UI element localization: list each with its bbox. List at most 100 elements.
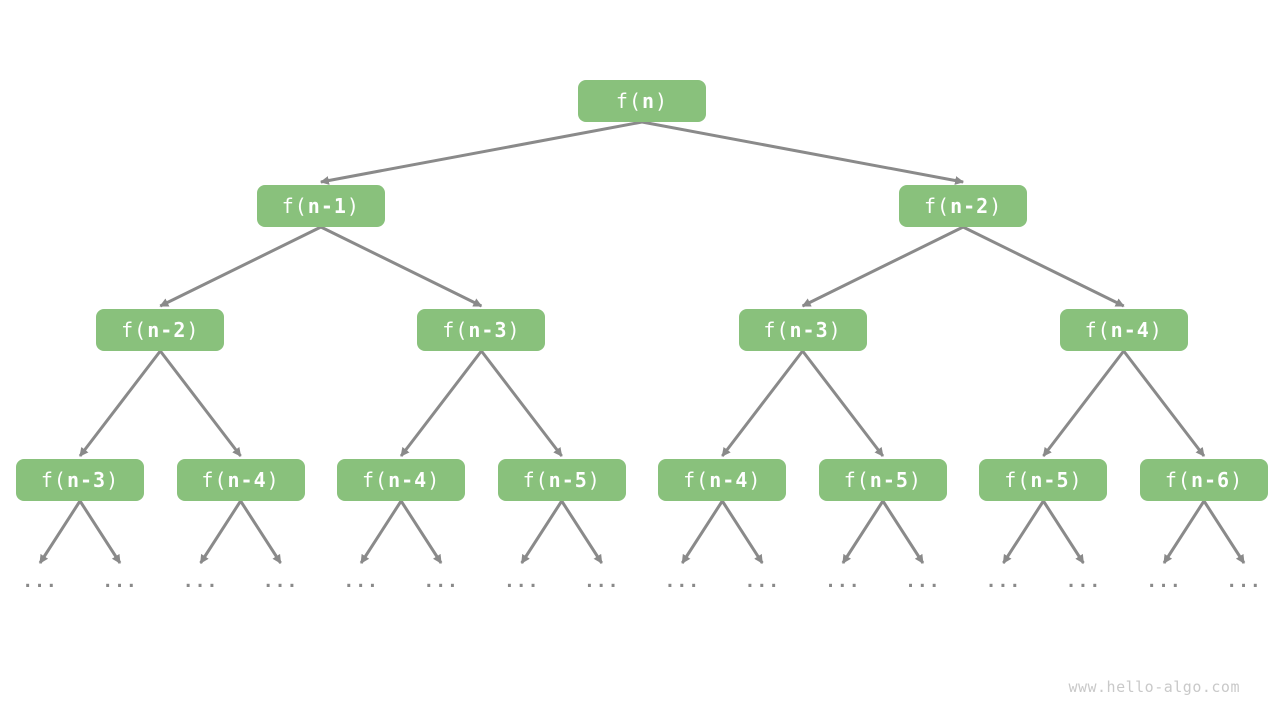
node-label-post: ) xyxy=(507,318,521,342)
watermark: www.hello-algo.com xyxy=(1068,678,1240,696)
ellipsis-node: ... xyxy=(1146,571,1182,592)
node-label-arg: n-6 xyxy=(1190,468,1231,492)
node-label-post: ) xyxy=(1230,468,1244,492)
tree-edge xyxy=(681,500,724,564)
node-label-pre: f( xyxy=(1084,318,1111,342)
tree-edge xyxy=(78,350,162,457)
node-label-pre: f( xyxy=(843,468,870,492)
tree-node: f(n-2) xyxy=(96,309,225,351)
ellipsis-node: ... xyxy=(664,571,701,592)
tree-node: f(n-3) xyxy=(417,309,546,351)
tree-edge xyxy=(881,500,925,564)
ellipsis-node: ... xyxy=(343,571,379,592)
tree-edge xyxy=(38,500,82,564)
tree-node: f(n-5) xyxy=(818,459,947,501)
ellipsis-node: ... xyxy=(22,571,58,592)
ellipsis-node: ... xyxy=(503,571,540,592)
node-label-pre: f( xyxy=(1004,468,1031,492)
tree-node: f(n-4) xyxy=(176,459,305,501)
node-label-post: ) xyxy=(266,468,280,492)
node-label-arg: n xyxy=(642,89,656,113)
tree-edge xyxy=(399,350,483,457)
node-label-arg: n-2 xyxy=(950,194,990,218)
node-label-arg: n-4 xyxy=(709,468,749,492)
node-label-pre: f( xyxy=(201,468,228,492)
tree-edge xyxy=(159,350,242,457)
tree-node: f(n-1) xyxy=(256,185,385,227)
tree-edge xyxy=(1042,500,1085,564)
tree-edge xyxy=(841,500,885,564)
node-label-post: ) xyxy=(106,468,120,492)
node-label-pre: f( xyxy=(924,194,951,218)
node-label-post: ) xyxy=(748,468,762,492)
tree-node: f(n-4) xyxy=(658,459,787,501)
tree-edge xyxy=(320,225,483,308)
ellipsis-node: ... xyxy=(744,571,781,592)
tree-edge xyxy=(1202,500,1246,564)
tree-node: f(n-5) xyxy=(497,459,626,501)
node-label-arg: n-2 xyxy=(147,318,187,342)
tree-edge xyxy=(560,500,603,564)
ellipsis-node: ... xyxy=(905,571,941,592)
node-label-arg: n-3 xyxy=(789,318,829,342)
node-label-pre: f( xyxy=(121,318,148,342)
tree-edge xyxy=(319,120,643,185)
node-label-pre: f( xyxy=(442,318,469,342)
node-label-pre: f( xyxy=(40,468,67,492)
node-label-pre: f( xyxy=(615,89,642,113)
tree-edge xyxy=(1162,500,1206,564)
tree-edge xyxy=(721,350,804,457)
tree-node: f(n-3) xyxy=(738,309,867,351)
tree-node: f(n-4) xyxy=(337,459,466,501)
node-label-post: ) xyxy=(427,468,441,492)
tree-edge xyxy=(359,500,403,564)
tree-node: f(n) xyxy=(578,80,706,122)
node-label-arg: n-4 xyxy=(227,468,267,492)
tree-node: f(n-2) xyxy=(899,185,1028,227)
tree-edge xyxy=(1122,350,1206,457)
ellipsis-node: ... xyxy=(102,571,138,592)
node-label-arg: n-5 xyxy=(1030,468,1070,492)
node-label-pre: f( xyxy=(281,194,308,218)
tree-node: f(n-6) xyxy=(1140,459,1268,501)
node-label-arg: n-4 xyxy=(1110,318,1150,342)
ellipsis-node: ... xyxy=(423,571,459,592)
node-label-post: ) xyxy=(587,468,601,492)
tree-edge xyxy=(801,225,964,308)
tree-edge xyxy=(520,500,563,564)
node-label-post: ) xyxy=(828,318,842,342)
ellipsis-node: ... xyxy=(583,571,620,592)
tree-edge xyxy=(199,500,242,564)
tree-edge xyxy=(480,350,563,457)
node-label-pre: f( xyxy=(362,468,389,492)
node-label-pre: f( xyxy=(763,318,790,342)
tree-edge xyxy=(1002,500,1045,564)
node-label-post: ) xyxy=(908,468,922,492)
tree-edge xyxy=(721,500,764,564)
node-label-arg: n-5 xyxy=(869,468,909,492)
tree-edge xyxy=(78,500,122,564)
tree-edge xyxy=(1042,350,1125,457)
ellipsis-node: ... xyxy=(262,571,299,592)
node-label-pre: f( xyxy=(1164,468,1191,492)
tree-edge xyxy=(801,350,885,457)
node-label-arg: n-4 xyxy=(388,468,428,492)
ellipsis-node: ... xyxy=(985,571,1022,592)
tree-edge xyxy=(399,500,443,564)
node-label-arg: n-3 xyxy=(66,468,107,492)
node-label-pre: f( xyxy=(683,468,710,492)
node-label-arg: n-1 xyxy=(307,194,347,218)
node-label-post: ) xyxy=(346,194,360,218)
node-label-post: ) xyxy=(989,194,1003,218)
node-label-post: ) xyxy=(1069,468,1083,492)
ellipsis-node: ... xyxy=(1065,571,1102,592)
ellipsis-node: ... xyxy=(825,571,861,592)
node-label-arg: n-3 xyxy=(468,318,508,342)
node-label-post: ) xyxy=(655,89,669,113)
node-label-pre: f( xyxy=(522,468,549,492)
tree-edge xyxy=(641,120,965,185)
node-label-arg: n-5 xyxy=(548,468,588,492)
tree-node: f(n-3) xyxy=(16,459,144,501)
